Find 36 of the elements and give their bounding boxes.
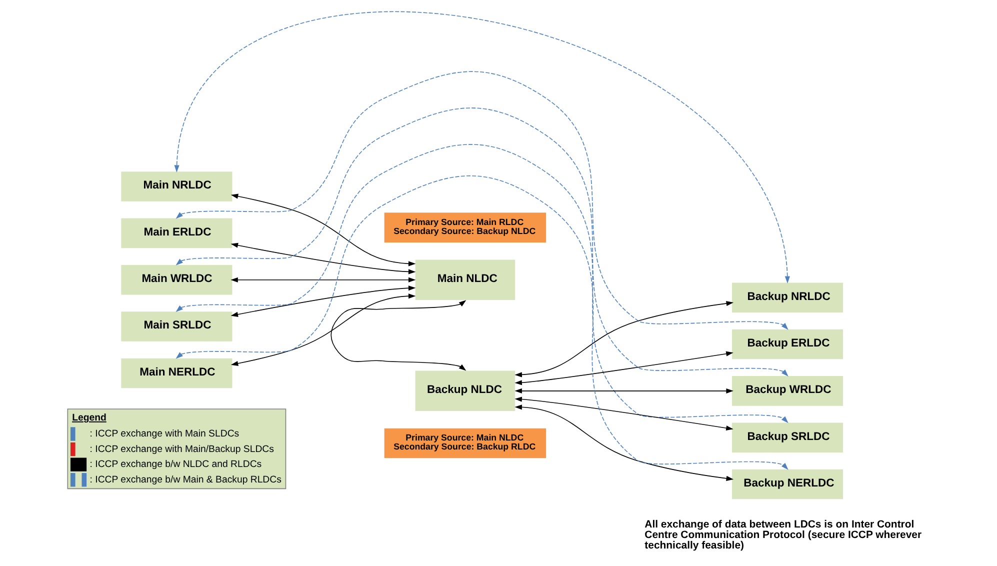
arrow	[230, 277, 416, 282]
arrow	[174, 11, 790, 284]
legend-label: : ICCP exchange with Main/Backup SLDCs	[89, 444, 274, 455]
node-box: Main ERLDC	[120, 218, 232, 248]
label: All exchange of data between LDCs is on Inter Control Centre Communication Protocol (secure ICCP wherever technically feasible)	[644, 520, 922, 552]
arrow	[514, 404, 734, 481]
node-box: Main NERLDC	[120, 358, 232, 388]
node-box: Backup WRLDC	[731, 376, 843, 406]
node-box: Main WRLDC	[120, 264, 232, 295]
arrow	[230, 286, 416, 317]
legend-label: : ICCP exchange b/w NLDC and RLDCs	[89, 459, 262, 470]
node-box: Main NLDC	[414, 260, 515, 300]
node-box: Backup ERLDC	[731, 329, 843, 360]
node-box: Backup NLDC	[414, 370, 515, 412]
label: Legend	[72, 412, 106, 424]
legend-label: : ICCP exchange b/w Main & Backup RLDCs	[89, 474, 281, 486]
legend-label: : ICCP exchange with Main SLDCs	[89, 428, 239, 440]
arrow	[230, 242, 416, 274]
node-box: Backup NERLDC	[731, 469, 843, 500]
node-box: Main NRLDC	[120, 172, 232, 202]
arrow	[514, 388, 733, 394]
node-box: Backup SRLDC	[731, 422, 843, 452]
arrow	[514, 396, 733, 431]
arrow	[230, 294, 416, 366]
node-box: Primary Source: Main NLDC Secondary Source: Backup RLDC	[384, 428, 546, 458]
node-box: Main SRLDC	[120, 312, 232, 342]
arrow	[230, 194, 416, 266]
arrow	[175, 175, 788, 470]
arrow	[175, 108, 788, 377]
arrow	[330, 300, 466, 371]
node-box: Primary Source: Main RLDC Secondary Source: Backup NLDC	[384, 212, 546, 242]
arrow	[514, 300, 734, 378]
node-box: Backup NRLDC	[731, 282, 843, 312]
arrow	[175, 144, 788, 424]
arrow	[175, 71, 788, 330]
arrow	[514, 351, 733, 386]
